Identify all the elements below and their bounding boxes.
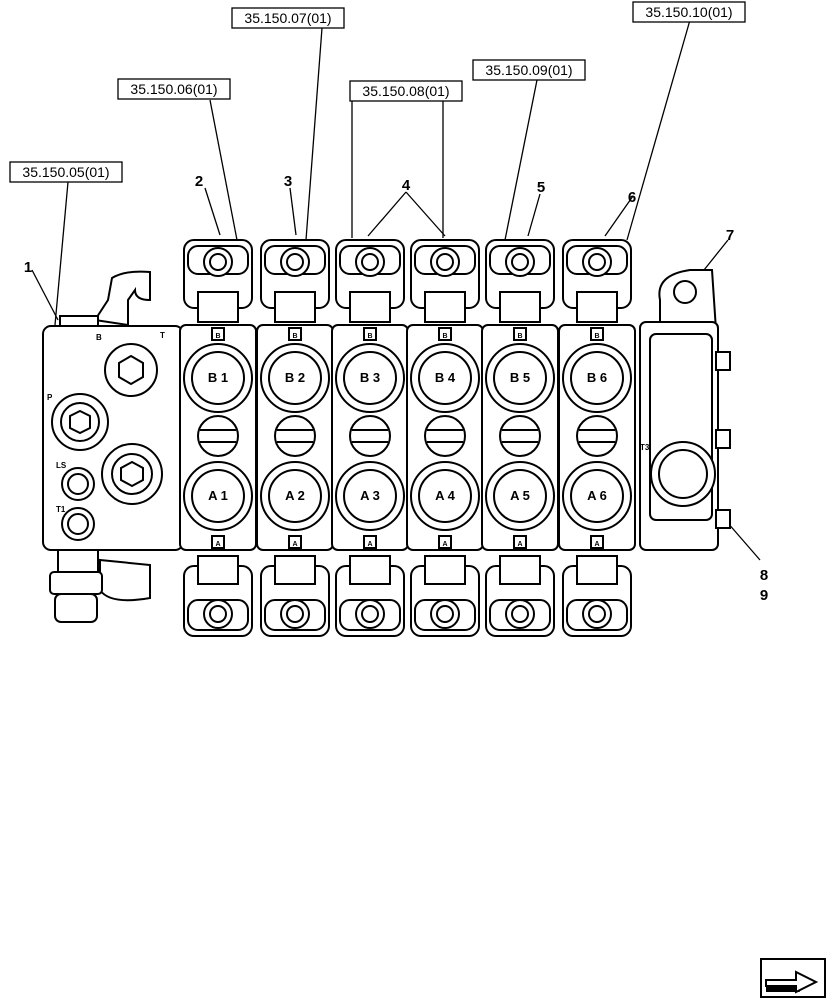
outlet-label-t3: T3 [640,443,650,452]
spool-section-6 [558,239,636,637]
inlet-section [42,270,184,623]
section-mark-b6: B [594,333,599,340]
section-mark-a1: A [215,541,220,548]
spool-section-5 [481,239,559,637]
reference-text: 35.150.05(01) [22,164,109,180]
section-mark-b4: B [442,333,447,340]
reference-box-ref-07[interactable]: 35.150.07(01) [231,7,345,29]
callout-numbers: 1 2 3 4 5 6 7 8 9 [24,173,768,604]
callout-4: 4 [402,177,411,194]
reference-box-ref-10[interactable]: 35.150.10(01) [632,1,746,23]
spool-section-3 [331,239,409,637]
next-page-arrow-icon[interactable] [760,958,826,998]
inlet-label-t: T [160,331,165,340]
port-label-b4: B 4 [435,370,456,385]
section-mark-a5: A [517,541,522,548]
port-label-b3: B 3 [360,370,380,385]
section-mark-b5: B [517,333,522,340]
section-mark-b2: B [292,333,297,340]
port-label-a4: A 4 [435,488,456,503]
reference-text: 35.150.09(01) [485,62,572,78]
callout-1: 1 [24,259,32,276]
inlet-label-p: P [47,393,53,402]
reference-box-ref-06[interactable]: 35.150.06(01) [117,78,231,100]
callout-9: 9 [760,587,768,604]
port-label-b2: B 2 [285,370,305,385]
spool-sections: B 1 A 1 B A B 2 A 2 B A B 3 A 3 B A B 4 A 4 B A B 5 A 5 B A… [179,239,636,637]
section-mark-a2: A [292,541,297,548]
callout-7: 7 [726,227,734,244]
port-label-a3: A 3 [360,488,380,503]
reference-box-ref-09[interactable]: 35.150.09(01) [472,59,586,81]
port-label-b5: B 5 [510,370,530,385]
outlet-section [639,269,731,551]
port-label-a5: A 5 [510,488,530,503]
reference-box-ref-05[interactable]: 35.150.05(01) [9,161,123,183]
spool-section-2 [256,239,334,637]
section-mark-b3: B [367,333,372,340]
callout-3: 3 [284,173,292,190]
port-label-b1: B 1 [208,370,228,385]
spool-section-4 [406,239,484,637]
section-mark-b1: B [215,333,220,340]
section-mark-a4: A [442,541,447,548]
leader-lines [31,19,761,561]
reference-text: 35.150.10(01) [645,4,732,20]
spool-section-1 [179,239,257,637]
port-label-a2: A 2 [285,488,305,503]
port-label-a1: A 1 [208,488,228,503]
callout-6: 6 [628,189,636,206]
callout-8: 8 [760,567,768,584]
reference-text: 35.150.06(01) [130,81,217,97]
reference-boxes: 35.150.05(01) 35.150.06(01) 35.150.07(01) 3… [9,1,746,183]
inlet-label-b: B [96,333,102,342]
section-mark-a3: A [367,541,372,548]
port-label-b6: B 6 [587,370,607,385]
callout-5: 5 [537,179,545,196]
reference-box-ref-08[interactable]: 35.150.08(01) [349,80,463,102]
callout-2: 2 [195,173,203,190]
section-mark-a6: A [594,541,599,548]
inlet-label-t1: T1 [56,505,66,514]
inlet-label-ls: LS [56,461,67,470]
reference-text: 35.150.07(01) [244,10,331,26]
reference-text: 35.150.08(01) [362,83,449,99]
port-label-a6: A 6 [587,488,607,503]
